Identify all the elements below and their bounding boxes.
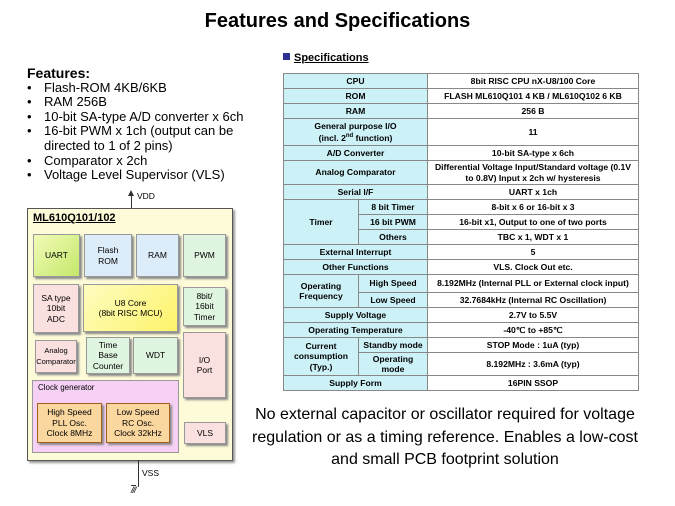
pwm-block: PWM [183, 234, 226, 277]
vss-label: VSS [142, 468, 160, 478]
wdt-block: WDT [133, 337, 178, 374]
comparator-block: Analog Comparator [35, 340, 77, 373]
vss-line [138, 460, 139, 487]
feature-item: RAM 256B [27, 95, 269, 110]
vls-block: VLS [184, 422, 226, 444]
high-speed-osc-block: High Speed PLL Osc. Clock 8MHz [37, 403, 102, 443]
core-block: U8 Core (8bit RISC MCU) [83, 284, 178, 332]
uart-block: UART [33, 234, 80, 277]
features-heading: Features: [27, 65, 91, 81]
vdd-arrow-icon [128, 190, 134, 196]
flash-rom-block: Flash ROM [84, 234, 132, 277]
summary-note: No external capacitor or oscillator requ… [252, 406, 638, 468]
io-port-block: I/O Port [183, 332, 226, 398]
page-title: Features and Specifications [204, 10, 471, 32]
table-row: General purpose I/O(incl. 2nd function)1… [283, 118, 639, 146]
feature-item: 16-bit PWM x 1ch (output can be directed… [27, 124, 269, 153]
low-speed-osc-block: Low Speed RC Osc. Clock 32kHz [106, 403, 170, 443]
vdd-label: VDD [137, 191, 155, 201]
vdd-line [131, 194, 132, 209]
feature-item: 10-bit SA-type A/D converter x 6ch [27, 109, 269, 125]
timer-block: 8bit/ 16bit Timer [183, 287, 226, 326]
tbc-block: Time Base Counter [86, 337, 130, 374]
specifications-heading: Specifications [283, 52, 369, 64]
clock-generator-label: Clock generator [38, 383, 95, 392]
adc-block: SA type 10bit ADC [33, 284, 79, 333]
chip-title: ML610Q101/102 [33, 212, 116, 224]
feature-item: Voltage Level Supervisor (VLS) [27, 168, 269, 183]
ram-block: RAM [136, 234, 179, 277]
feature-item: Comparator x 2ch [27, 153, 269, 169]
table-row: Operating Temperature-40℃ to +85℃ [283, 322, 639, 338]
bullet-square-icon [283, 53, 290, 60]
ground-icon: /// [131, 485, 136, 495]
feature-item: Flash-ROM 4KB/6KB [27, 80, 269, 96]
features-list: Features: Flash-ROM 4KB/6KB RAM 256B 10-… [27, 66, 269, 183]
